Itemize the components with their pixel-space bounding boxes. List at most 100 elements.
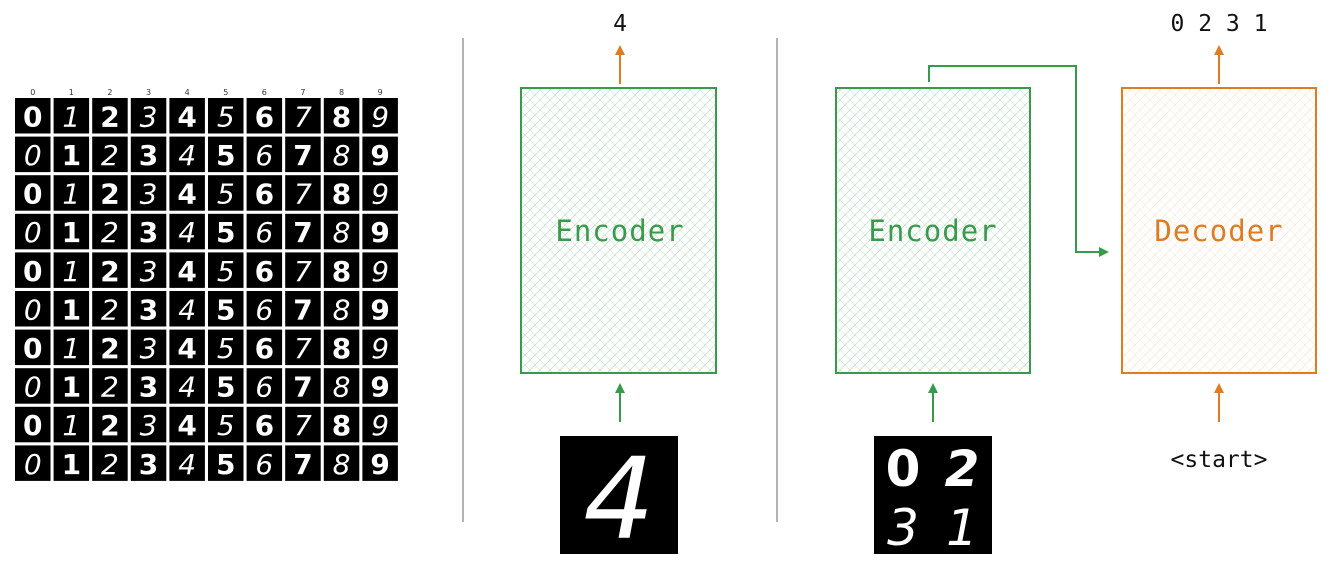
grid-cell <box>285 406 321 443</box>
grid-column-label: 0 <box>30 88 35 97</box>
grid-cell <box>92 406 128 443</box>
grid-cell-digit: 9 <box>371 100 389 133</box>
grid-cell-digit: 4 <box>177 100 196 133</box>
grid-cell-digit: 8 <box>333 371 351 404</box>
grid-cell <box>15 98 51 134</box>
grid-cell-digit: 7 <box>293 293 312 326</box>
grid-cell <box>92 136 128 173</box>
grid-cell <box>323 213 360 250</box>
grid-cell <box>246 136 283 173</box>
grid-cell <box>362 252 398 288</box>
grid-cell <box>208 98 244 134</box>
grid-cell-digit: 2 <box>101 216 119 249</box>
grid-cell-digit: 2 <box>100 332 119 365</box>
grid-cell-digit: 4 <box>178 448 196 481</box>
grid-cell-digit: 8 <box>332 100 351 133</box>
grid-cell <box>208 136 244 173</box>
grid-cell <box>15 175 51 211</box>
grid-cell <box>169 136 205 173</box>
grid-cell <box>15 213 51 250</box>
grid-cell-digit: 3 <box>139 448 158 481</box>
grid-cell <box>169 175 205 211</box>
grid-cell-digit: 8 <box>332 178 351 211</box>
grid-cell-digit: 7 <box>293 139 312 172</box>
grid-cell <box>362 329 398 366</box>
grid-column-label: 4 <box>185 88 190 97</box>
grid-cell-digit: 6 <box>255 371 273 404</box>
grid-cell <box>53 98 90 134</box>
grid-cell-digit: 2 <box>101 293 119 326</box>
grid-cell-digit: 6 <box>255 216 273 249</box>
grid-cell-digit: 7 <box>293 448 312 481</box>
grid-cell <box>246 406 283 443</box>
grid-cell <box>169 252 205 288</box>
grid-cell <box>208 406 244 443</box>
grid-cell-digit: 7 <box>294 332 312 365</box>
grid-cell <box>362 291 398 327</box>
grid-cell-digit: 9 <box>370 216 389 249</box>
grid-cell <box>92 175 128 211</box>
grid-cell-digit: 3 <box>139 371 158 404</box>
grid-cell-digit: 1 <box>62 371 81 404</box>
grid-cell <box>285 98 321 134</box>
grid-cell <box>169 329 205 366</box>
grid-cell <box>53 329 90 366</box>
grid-cell <box>169 98 205 134</box>
grid-cell-digit: 2 <box>101 371 119 404</box>
seq2seq-encoder-block <box>835 87 1031 374</box>
classifier-input-image: 4 <box>560 435 678 565</box>
grid-cell-digit: 4 <box>178 216 196 249</box>
classifier-encoder-label: Encoder <box>555 214 684 248</box>
grid-cell <box>53 136 90 173</box>
grid-cell <box>53 368 90 404</box>
grid-cell-digit: 2 <box>101 448 119 481</box>
classifier-output: 4 <box>613 11 627 37</box>
grid-cell-digit: 9 <box>370 371 389 404</box>
grid-cell <box>15 329 51 366</box>
grid-cell <box>208 368 244 404</box>
grid-cell <box>53 406 90 443</box>
grid-cell-digit: 9 <box>370 448 389 481</box>
grid-cell-digit: 4 <box>178 293 196 326</box>
grid-cell-digit: 7 <box>294 255 312 288</box>
grid-cell <box>130 368 167 404</box>
decoder-label: Decoder <box>1154 214 1283 248</box>
grid-cell <box>15 406 51 443</box>
grid-cell-digit: 3 <box>140 178 158 211</box>
grid-cell <box>323 368 360 404</box>
grid-cell-digit: 4 <box>177 178 196 211</box>
grid-cell <box>323 98 360 134</box>
grid-cell-digit: 0 <box>24 371 42 404</box>
grid-cell-digit: 6 <box>255 100 274 133</box>
encoder-to-decoder-connector <box>928 65 1109 257</box>
grid-cell-digit: 9 <box>371 178 389 211</box>
grid-cell-digit: 2 <box>101 139 119 172</box>
grid-cell <box>130 291 167 327</box>
grid-cell-digit: 5 <box>216 293 235 326</box>
grid-cell <box>169 368 205 404</box>
grid-cell-digit: 6 <box>255 293 273 326</box>
grid-cell <box>15 368 51 404</box>
grid-cell-digit: 8 <box>333 293 351 326</box>
grid-cell-digit: 3 <box>140 255 158 288</box>
grid-cell <box>92 329 128 366</box>
grid-cell-digit: 1 <box>62 100 80 133</box>
classifier-input-digit: 4 <box>583 435 654 565</box>
grid-cell-digit: 1 <box>62 448 81 481</box>
grid-cell-digit: 5 <box>217 100 235 133</box>
grid-cell <box>53 175 90 211</box>
grid-cell <box>285 291 321 327</box>
grid-cell <box>15 252 51 288</box>
grid-cell <box>362 368 398 404</box>
grid-cell <box>169 445 205 481</box>
grid-cell <box>285 368 321 404</box>
grid-cell <box>285 329 321 366</box>
grid-cell <box>208 329 244 366</box>
grid-cell <box>285 252 321 288</box>
grid-cell <box>362 175 398 211</box>
grid-cell <box>323 252 360 288</box>
grid-cell <box>130 136 167 173</box>
grid-cell-digit: 9 <box>371 255 389 288</box>
